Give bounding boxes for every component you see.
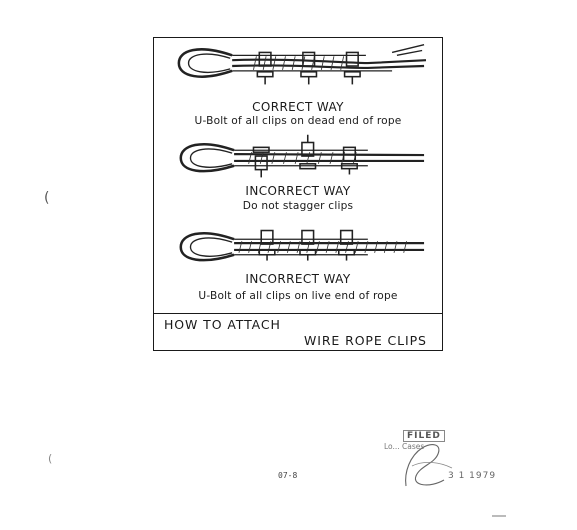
received-stamp: FILED Lo... Cases 3 1 1979: [382, 430, 495, 492]
diagram-frame: CORRECT WAY U-Bolt of all clips on dead …: [153, 37, 443, 351]
diagram-note: Do not stagger clips: [242, 200, 354, 212]
scan-mark: (: [44, 190, 50, 206]
rope-illustration-live-end: [174, 223, 426, 271]
diagram-note: U-Bolt of all clips on dead end of rope: [194, 115, 402, 127]
scan-mark: (: [48, 452, 53, 465]
diagram-heading: CORRECT WAY: [252, 100, 344, 114]
caption-line-2: WIRE ROPE CLIPS: [304, 333, 427, 348]
stamp-heading: FILED: [403, 430, 445, 442]
caption-box: HOW TO ATTACH WIRE ROPE CLIPS: [154, 313, 442, 350]
caption-line-1: HOW TO ATTACH: [164, 317, 281, 332]
rope-illustration-correct: [174, 42, 426, 90]
stamp-date: 3 1 1979: [448, 471, 497, 481]
stamp-office: Lo... Cases: [384, 442, 425, 451]
page-number: 07-8: [278, 471, 298, 480]
rope-illustration-staggered: [174, 134, 426, 182]
scan-speck: [492, 515, 506, 517]
diagram-heading: INCORRECT WAY: [245, 272, 351, 286]
diagram-note: U-Bolt of all clips on live end of rope: [198, 290, 398, 302]
diagram-heading: INCORRECT WAY: [245, 184, 351, 198]
